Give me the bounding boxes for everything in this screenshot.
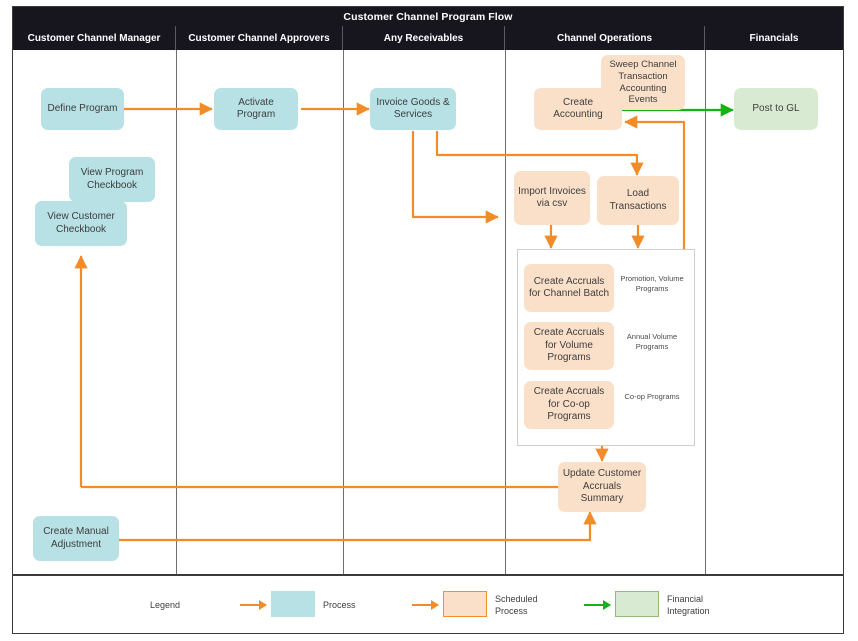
legend-label-process: Process: [323, 600, 356, 610]
legend-swatch-scheduled-process: [443, 591, 487, 617]
lane-header-channel-operations: Channel Operations: [505, 26, 705, 50]
node-view-customer-checkbook[interactable]: View Customer Checkbook: [35, 201, 127, 246]
node-activate-program[interactable]: Activate Program: [214, 88, 298, 130]
node-import-invoices-via-csv[interactable]: Import Invoices via csv: [514, 171, 590, 225]
lane-header-row: Customer Channel Manager Customer Channe…: [13, 26, 843, 50]
annotation-annual-volume-programs: Annual Volume Programs: [626, 332, 678, 351]
legend: Legend Process Scheduled Process Financi…: [13, 576, 843, 633]
legend-label-scheduled-process: Scheduled Process: [495, 594, 538, 617]
lane-divider-4: [705, 50, 706, 574]
node-create-accruals-for-channel-batch[interactable]: Create Accruals for Channel Batch: [524, 264, 614, 312]
annotation-co-op-programs: Co-op Programs: [624, 392, 680, 401]
node-view-program-checkbook[interactable]: View Program Checkbook: [69, 157, 155, 202]
node-post-to-gl[interactable]: Post to GL: [734, 88, 818, 130]
node-update-customer-accruals-summary[interactable]: Update Customer Accruals Summary: [558, 462, 646, 512]
diagram-frame: [12, 6, 844, 634]
legend-arrow-financial-integration: [584, 600, 611, 610]
legend-arrow-process: [240, 600, 267, 610]
legend-label-financial-integration: Financial Integration: [667, 594, 710, 617]
node-create-accruals-for-co-op-programs[interactable]: Create Accruals for Co-op Programs: [524, 381, 614, 429]
annotation-promotion-volume-programs: Promotion, Volume Programs: [620, 274, 684, 293]
legend-title: Legend: [150, 600, 181, 610]
lane-divider-2: [343, 50, 344, 574]
node-define-program[interactable]: Define Program: [41, 88, 124, 130]
lane-header-financials: Financials: [749, 32, 799, 44]
node-create-accruals-for-volume-programs[interactable]: Create Accruals for Volume Programs: [524, 322, 614, 370]
diagram-title: Customer Channel Program Flow: [13, 7, 843, 26]
legend-arrow-scheduled-process: [412, 600, 439, 610]
lane-divider-1: [176, 50, 177, 574]
node-invoice-goods-services[interactable]: Invoice Goods & Services: [370, 88, 456, 130]
node-load-transactions[interactable]: Load Transactions: [597, 176, 679, 225]
lane-header-customer-channel-manager: Customer Channel Manager: [13, 26, 176, 50]
legend-swatch-financial-integration: [615, 591, 659, 617]
legend-swatch-process: [271, 591, 315, 617]
node-sweep-channel-transaction-accounting-events[interactable]: Sweep Channel Transaction Accounting Eve…: [601, 55, 685, 110]
accruals-group-container: [517, 249, 695, 446]
lane-divider-3: [505, 50, 506, 574]
lane-header-customer-channel-approvers: Customer Channel Approvers: [176, 26, 343, 50]
node-create-manual-adjustment[interactable]: Create Manual Adjustment: [33, 516, 119, 561]
lane-header-any-receivables: Any Receivables: [343, 26, 505, 50]
